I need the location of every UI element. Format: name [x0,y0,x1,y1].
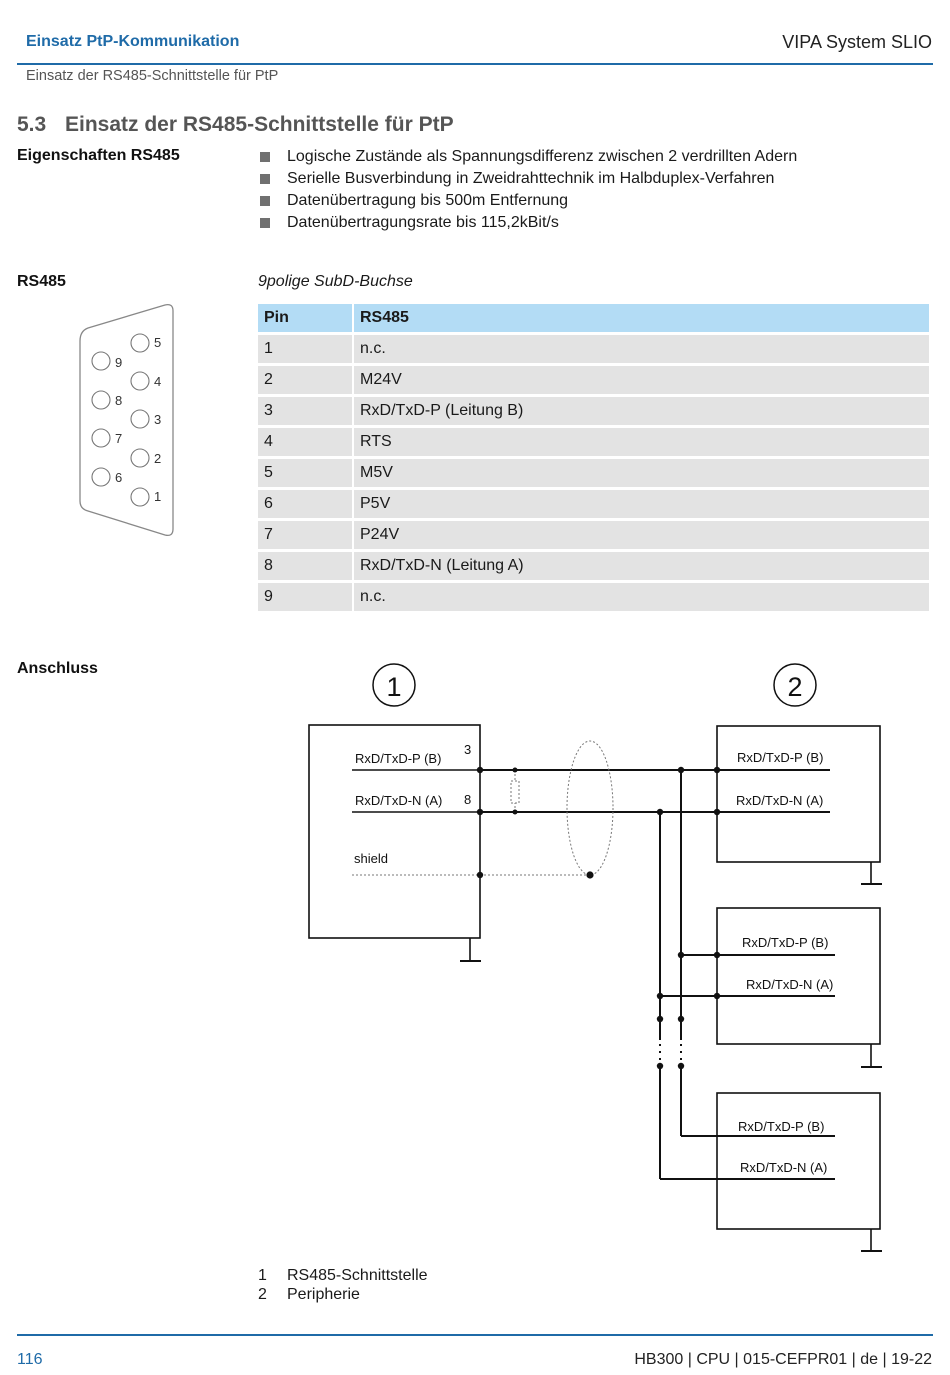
interface-pin-p: 3 [464,742,471,757]
product-name: VIPA System SLIO [782,32,932,52]
section-number: 5.3 [17,113,47,136]
pin-hole-1 [130,487,150,507]
bullet-icon [260,218,270,228]
subd-connector-drawing: 5 4 3 2 1 9 8 7 6 [79,303,174,537]
pin-hole-9 [91,351,111,371]
cable-shield-ellipse [566,740,614,876]
footer-divider [17,1334,933,1336]
callout-2: 2 [773,663,817,707]
shield-label: shield [354,851,388,866]
interface-n-label: RxD/TxD-N (A) [355,793,442,808]
interface-ground-icon [460,938,481,962]
pin-label-2: 2 [154,451,161,466]
device-n-label: RxD/TxD-N (A) [736,793,823,808]
device-n-label: RxD/TxD-N (A) [746,977,833,992]
connector-caption: 9polige SubD-Buchse [258,273,413,290]
bullet-icon [260,196,270,206]
properties-label: Eigenschaften RS485 [17,147,180,164]
connector-outline [79,303,174,537]
pin-label-1: 1 [154,489,161,504]
terminating-resistor [510,770,520,812]
svg-text:2: 2 [787,672,802,702]
subsection-title: Einsatz der RS485-Schnittstelle für PtP [26,68,279,84]
device-p-label: RxD/TxD-P (B) [738,1119,824,1134]
svg-text:1: 1 [386,672,401,702]
callout-1: 1 [372,663,416,707]
column-header-pin: Pin [258,304,352,332]
pin-hole-7 [91,428,111,448]
wiring-label: Anschluss [17,660,98,677]
section-title: Einsatz der RS485-Schnittstelle für PtP [65,113,454,136]
pin-hole-3 [130,409,150,429]
pin-label-3: 3 [154,412,161,427]
pin-hole-5 [130,333,150,353]
device-ground-icon [861,1044,882,1068]
pin-hole-4 [130,371,150,391]
list-item: Serielle Busverbindung in Zweidrahttechn… [258,169,797,191]
peripheral-device-box [716,1092,881,1230]
interface-pin-n: 8 [464,792,471,807]
peripheral-device-box [716,725,881,863]
peripheral-device-box [716,907,881,1045]
pin-label-6: 6 [115,470,122,485]
pin-hole-2 [130,448,150,468]
device-ground-icon [861,862,882,885]
chapter-title: Einsatz PtP-Kommunikation [26,33,240,50]
pin-hole-6 [91,467,111,487]
properties-list: Logische Zustände als Spannungsdifferenz… [258,147,797,235]
interface-p-label: RxD/TxD-P (B) [355,751,441,766]
header-divider [17,63,933,65]
bullet-icon [260,174,270,184]
list-item: Datenübertragungsrate bis 115,2kBit/s [258,213,797,235]
junction-dots [476,766,721,1070]
pin-label-7: 7 [115,431,122,446]
section-heading: 5.3 Einsatz der RS485-Schnittstelle für P… [17,113,454,137]
pin-label-9: 9 [115,355,122,370]
pin-label-5: 5 [154,335,161,350]
list-item: Logische Zustände als Spannungsdifferenz… [258,147,797,169]
page-number: 116 [17,1351,43,1368]
interface-box [308,724,481,939]
device-ground-icon [861,1229,882,1252]
document-id: HB300 | CPU | 015-CEFPR01 | de | 19-22 [634,1351,932,1368]
column-header-rs485: RS485 [354,304,929,332]
table-header-row: Pin RS485 [258,304,929,332]
device-n-label: RxD/TxD-N (A) [740,1160,827,1175]
connector-label: RS485 [17,273,66,290]
device-p-label: RxD/TxD-P (B) [737,750,823,765]
pin-label-8: 8 [115,393,122,408]
device-p-label: RxD/TxD-P (B) [742,935,828,950]
pin-label-4: 4 [154,374,161,389]
bullet-icon [260,152,270,162]
list-item: Datenübertragung bis 500m Entfernung [258,191,797,213]
pin-hole-8 [91,390,111,410]
